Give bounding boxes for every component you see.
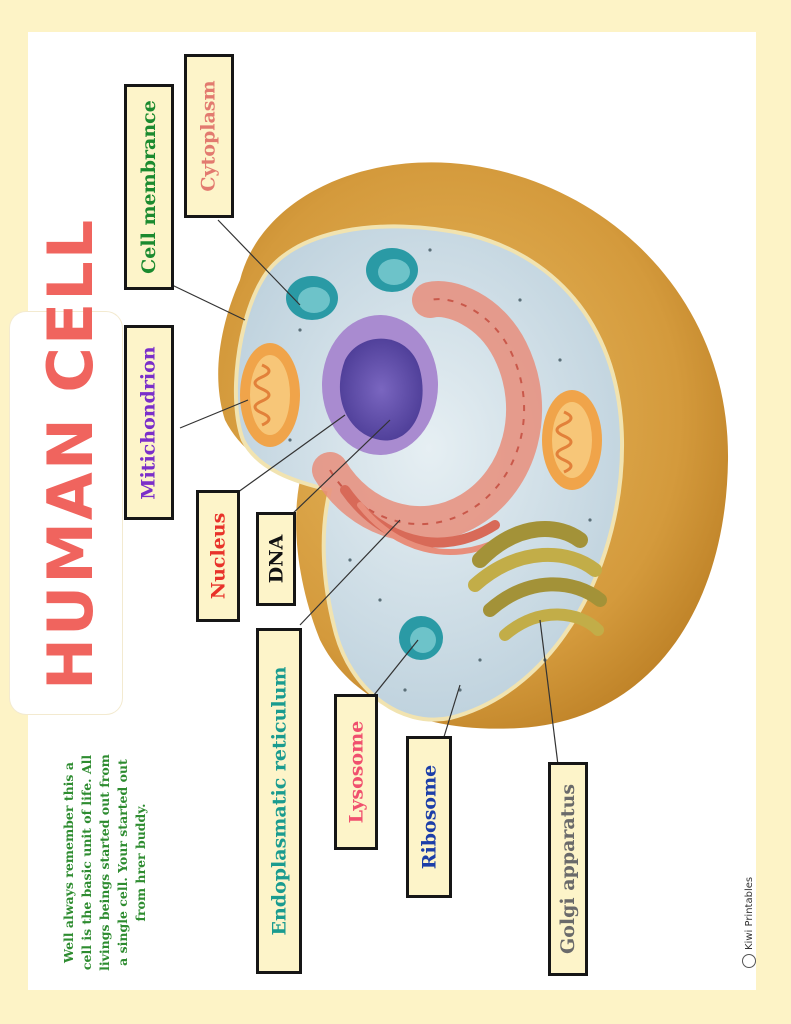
label-ribosome: Ribosome	[406, 736, 452, 898]
description-text: Well always remember this a cell is the …	[61, 754, 148, 971]
nucleus-organelle	[322, 315, 438, 455]
label-golgi-apparatus: Golgi apparatus	[548, 762, 588, 976]
label-mitichondrion: Mitichondrion	[124, 325, 174, 520]
vesicle-top-left	[286, 276, 338, 320]
mitochondrion-left	[240, 343, 300, 447]
label-cell-membrane: Cell membrance	[124, 84, 174, 290]
title-tab	[10, 312, 122, 714]
ribosome-dots	[288, 248, 592, 692]
label-nucleus: Nucleus	[196, 490, 240, 622]
kiwi-logo-icon	[742, 954, 756, 968]
leader-lines	[171, 219, 559, 766]
label-dna: DNA	[256, 512, 296, 606]
mitochondrion-right	[542, 390, 602, 490]
brand-mark: Kiwi Printables	[742, 877, 756, 968]
brand-name: Kiwi Printables	[743, 876, 755, 950]
label-endoplasmatic-reticulum: Endoplasmatic reticulum	[256, 628, 302, 974]
lysosome-organelle	[399, 616, 443, 660]
label-lysosome: Lysosome	[334, 694, 378, 850]
golgi-organelle	[468, 520, 607, 641]
endoplasmic-reticulum	[312, 281, 543, 555]
label-cytoplasm: Cytoplasm	[184, 54, 234, 218]
vesicle-top-right	[366, 248, 418, 292]
